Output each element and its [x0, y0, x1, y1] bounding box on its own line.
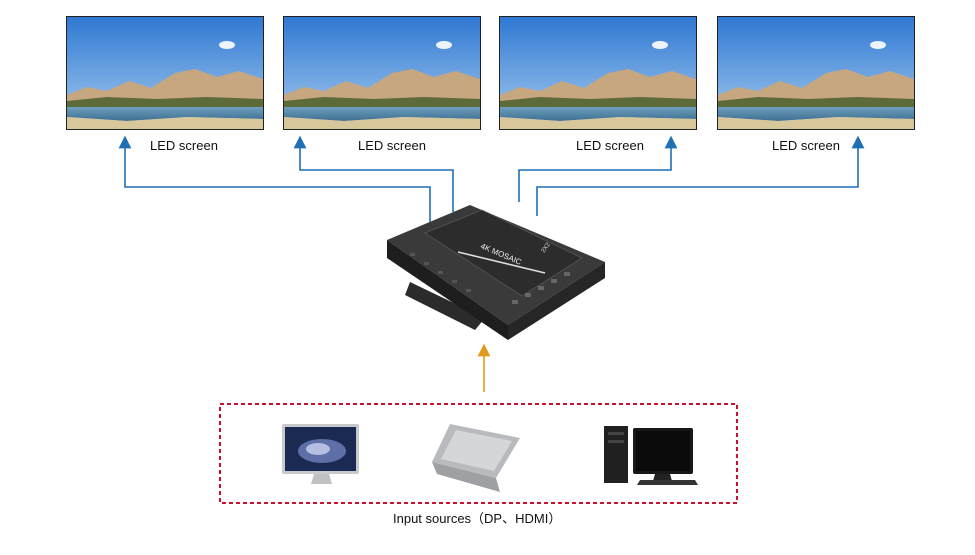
- output-arrow-2: [293, 135, 454, 212]
- led-screen-1: [66, 16, 264, 130]
- screen-label-1: LED screen: [150, 138, 218, 153]
- screen-label-4: LED screen: [772, 138, 840, 153]
- output-arrow-4: [536, 135, 865, 216]
- device-subtext: 2X2: [541, 241, 552, 254]
- output-arrow-3: [518, 135, 678, 202]
- led-screen-4: [717, 16, 915, 130]
- output-arrow-1: [118, 135, 431, 222]
- mosaic-processor: 4K MOSAIC 2X2: [387, 205, 605, 340]
- led-screen-3: [499, 16, 697, 130]
- desktop-pc-icon: [604, 426, 698, 485]
- screen-label-3: LED screen: [576, 138, 644, 153]
- imac-icon: [282, 424, 359, 484]
- laptop-icon: [432, 424, 520, 492]
- screen-label-2: LED screen: [358, 138, 426, 153]
- led-screen-2: [283, 16, 481, 130]
- input-sources-label: Input sources（DP、HDMI）: [393, 511, 561, 526]
